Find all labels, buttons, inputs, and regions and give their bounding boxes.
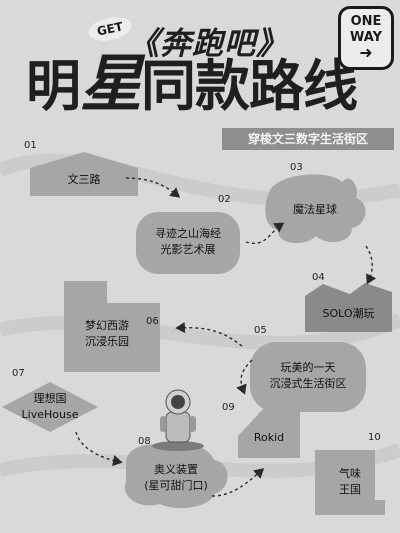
stop-05-shape: [250, 342, 366, 412]
title-show-name: 《奔跑吧》: [128, 26, 288, 62]
one-way-line1: ONE: [350, 14, 382, 29]
stop-06-shape: [64, 281, 160, 372]
stop-08-label-line1: 奥义装置: [154, 463, 198, 476]
stop-07-number: 07: [12, 368, 25, 379]
one-way-line2: WAY: [350, 30, 382, 45]
stop-10-label-line1: 气味: [339, 467, 361, 480]
astronaut-figure: [152, 389, 204, 451]
stop-08-number: 08: [138, 436, 151, 447]
stop-08-shape: [124, 443, 228, 509]
stop-01-number: 01: [24, 140, 37, 151]
title-main-part-a: 明: [26, 54, 81, 118]
stop-06-label-line1: 梦幻西游: [85, 319, 129, 332]
stop-09-shape: [238, 408, 300, 458]
stop-10-shape: [315, 450, 385, 515]
subtitle-banner: 穿梭文三数字生活街区: [222, 128, 394, 150]
stop-02-shape: [136, 212, 240, 274]
stop-04-shape: [305, 283, 392, 332]
stop-02-number: 02: [218, 194, 231, 205]
stop-05-label-line2: 沉浸式生活街区: [269, 377, 347, 390]
stop-06-label: 梦幻西游 沉浸乐园: [64, 318, 150, 350]
stop-03-label: 魔法星球: [293, 203, 337, 216]
stop-09-number: 09: [222, 402, 235, 413]
stop-03-number: 03: [290, 162, 303, 173]
stop-06-label-line2: 沉浸乐园: [85, 335, 129, 348]
stop-04-number: 04: [312, 272, 325, 283]
stop-06-number: 06: [146, 316, 159, 327]
stop-05-label-line1: 玩美的一天: [280, 361, 336, 374]
stop-03-shape: [265, 174, 366, 244]
stop-10-label-line2: 王国: [339, 483, 361, 496]
stop-05-number: 05: [254, 325, 267, 336]
stop-05-label: 玩美的一天 沉浸式生活街区: [250, 360, 366, 392]
stop-07-label: 理想国 LiveHouse: [2, 391, 98, 423]
title-main: 明星同款路线: [26, 52, 400, 118]
stop-02-label-line2: 光影艺术展: [160, 243, 216, 256]
title-main-part-c: 同款路线: [141, 54, 358, 118]
stop-02-label-line1: 寻迹之山海经: [155, 227, 221, 240]
stop-07-shape: [2, 382, 98, 432]
stop-07-label-line2: LiveHouse: [21, 408, 79, 421]
stop-09-label: Rokid: [253, 431, 285, 444]
stop-08-label-line2: (星可甜门口): [144, 479, 208, 492]
stop-01-shape: [30, 152, 138, 196]
one-way-sign: ONE WAY ➜: [338, 6, 394, 70]
stop-08-label: 奥义装置 (星可甜门口): [126, 462, 226, 494]
stop-04-label: SOLO潮玩: [322, 307, 375, 320]
stop-10-number: 10: [368, 432, 381, 443]
stop-02-label: 寻迹之山海经 光影艺术展: [136, 226, 240, 258]
route-arrows: [75, 177, 377, 497]
stop-10-label: 气味 王国: [315, 466, 385, 498]
right-arrow-icon: ➜: [359, 43, 373, 62]
stop-01-label: 文三路: [67, 173, 101, 186]
stop-07-label-line1: 理想国: [33, 392, 67, 405]
title-main-part-b: 星: [80, 52, 142, 118]
